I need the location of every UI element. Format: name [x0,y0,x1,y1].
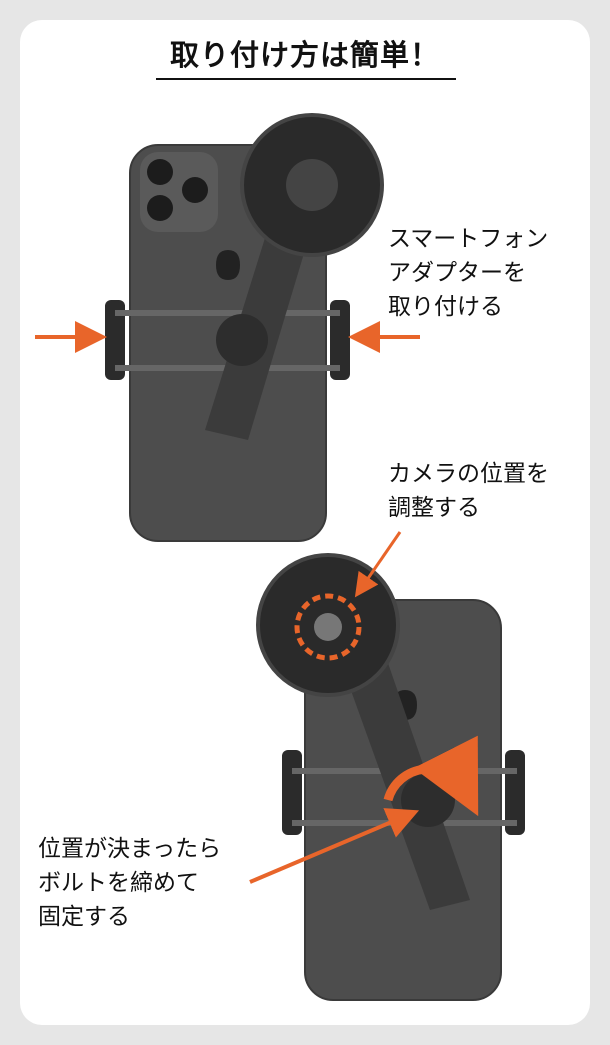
camera-lens [182,177,208,203]
adapter-eyepiece-hole [286,159,338,211]
clamp-left-end [105,300,125,380]
apple-logo-icon [216,250,240,280]
bolt-knob [216,314,268,366]
arrow-to-camera-icon [354,531,402,598]
arrow-to-bolt-icon [249,808,420,884]
camera-lens [314,613,342,641]
phone-step2 [256,553,525,1001]
camera-lens [147,159,173,185]
rotate-arrow-icon [383,735,479,817]
title-underline [156,78,456,80]
step2-caption: カメラの位置を 調整する [388,461,549,521]
camera-lens [147,195,173,221]
bolt-knob [401,773,455,827]
camera-position-dashed-circle [294,593,362,661]
phone-step1 [105,113,384,542]
clamp-bar [115,310,340,316]
step1-caption: スマートフォン アダプターを 取り付ける [388,226,549,320]
page-title: 取り付け方は簡単！ [169,38,440,72]
step3-caption: 位置が決まったら ボルトを締めて 固定する [38,836,222,930]
clamp-right-end [330,300,350,380]
